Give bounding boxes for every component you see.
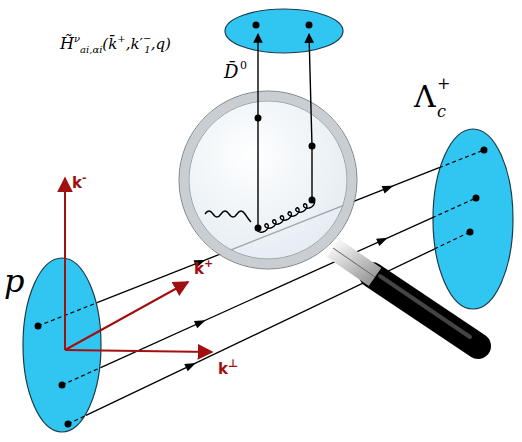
particle-label: Λ <box>414 82 436 112</box>
axis-letter: k <box>72 174 82 192</box>
ellipse-outline <box>432 128 514 310</box>
quark-dot <box>481 147 488 154</box>
arrow-head <box>382 182 395 193</box>
axis-index: + <box>204 257 213 270</box>
formula-part: H̃ <box>60 34 74 53</box>
particle-label: 0 <box>240 60 247 71</box>
particle-label: + <box>437 76 450 92</box>
quark-dot <box>59 382 66 389</box>
feynman-subprocess <box>205 34 315 232</box>
arrow-head <box>184 359 197 371</box>
amplitude-formula: H̃νai,αi(k̄+,k′−1,q) <box>60 34 171 55</box>
formula-part: ai,αi <box>80 44 102 55</box>
line-visible-part <box>101 218 432 368</box>
arrow-head <box>376 234 389 246</box>
quark-line <box>68 232 470 424</box>
arrow-head <box>194 316 207 328</box>
particle-ellipse: Λc+ <box>432 128 514 310</box>
arrow-head <box>376 268 389 280</box>
quark-dot <box>467 229 474 236</box>
quark-line <box>62 198 476 385</box>
axis-label: k- <box>72 172 87 191</box>
quark-dot <box>65 421 72 428</box>
particle-label: p <box>4 265 24 297</box>
line-visible-part <box>86 249 434 415</box>
quark-dot <box>253 22 260 29</box>
formula-part: 1 <box>144 44 150 55</box>
ellipse-outline <box>22 257 102 433</box>
quark-dot <box>306 22 313 29</box>
particle-label: D̄ <box>224 63 238 81</box>
quark-dot <box>35 323 42 330</box>
formula-part: − <box>143 33 151 44</box>
quark-line <box>38 150 484 326</box>
ellipse-shape <box>23 258 101 432</box>
particle-label: c <box>437 104 446 120</box>
formula-part: ν <box>74 33 80 44</box>
formula-part: + <box>117 33 125 44</box>
ellipse-outline <box>224 8 344 54</box>
particle-ellipse: p <box>22 257 102 433</box>
axis-index: ⊥ <box>228 357 238 370</box>
vertex-dots <box>255 115 316 232</box>
axis-letter: k <box>194 260 204 278</box>
axis-label: k+ <box>194 258 213 277</box>
line-visible-part <box>97 168 439 303</box>
particle-ellipse: D̄0 <box>224 8 344 54</box>
ellipse-shape <box>225 9 343 53</box>
formula-part: ,k′ <box>126 35 143 53</box>
axis-letter: k <box>218 360 228 378</box>
ellipse-shape <box>433 129 513 309</box>
formula-part: ,q) <box>151 35 171 53</box>
axis-index: - <box>82 171 87 184</box>
axis-label: k⊥ <box>218 358 238 377</box>
quark-dot <box>473 195 480 202</box>
formula-part: (k̄ <box>102 35 117 53</box>
magnifier-lens <box>179 91 357 269</box>
